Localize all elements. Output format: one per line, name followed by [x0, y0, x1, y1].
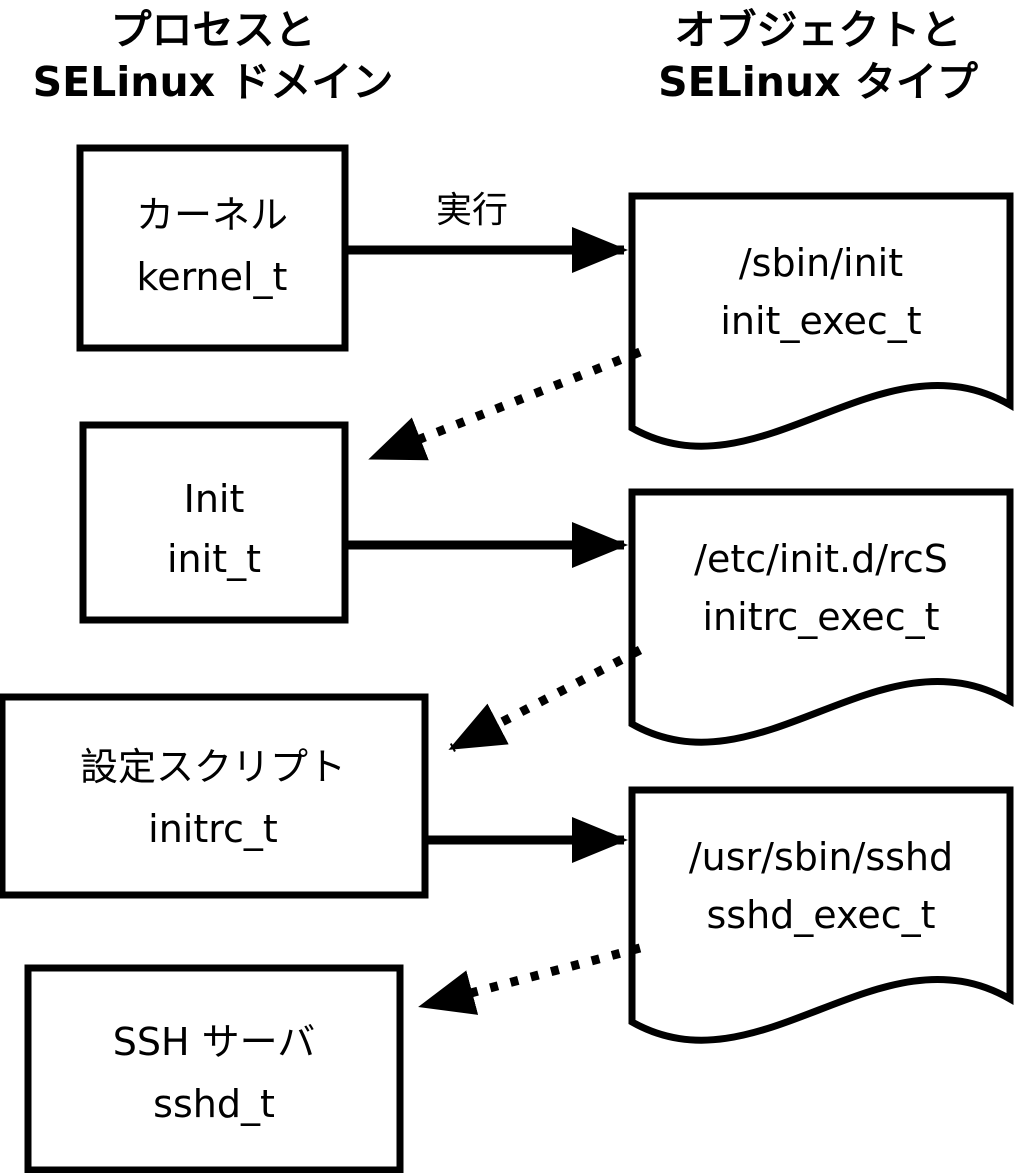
- right-column-header-line1: オブジェクトと: [675, 6, 962, 54]
- process-box-kernel: [76, 144, 349, 352]
- process-box-kernel-domain: kernel_t: [137, 255, 288, 299]
- process-box-init: [79, 421, 349, 624]
- dotted-arrow-init-exec-to-init: [368, 347, 642, 463]
- right-column-header-line2: SELinux タイプ: [658, 58, 978, 106]
- object-doc-etc-initd-rcs-type: initrc_exec_t: [703, 595, 940, 639]
- process-box-initrc: [0, 693, 429, 899]
- process-box-kernel-label: カーネル: [136, 193, 288, 237]
- process-box-sshd-domain: sshd_t: [153, 1082, 275, 1126]
- process-box-init-domain: init_t: [167, 537, 261, 581]
- process-box-initrc-domain: initrc_t: [148, 807, 278, 851]
- object-doc-usr-sbin-sshd-type: sshd_exec_t: [706, 893, 935, 937]
- object-doc-sbin-init-path: /sbin/init: [739, 241, 903, 285]
- process-box-init-label: Init: [184, 477, 245, 521]
- object-doc-sbin-init: [628, 192, 1014, 450]
- process-box-sshd-label: SSH サーバ: [113, 1020, 316, 1064]
- execute-edge-label: 実行: [436, 190, 508, 231]
- process-box-sshd: [24, 964, 404, 1173]
- dotted-arrow-initrc-exec-to-initrc: [448, 646, 643, 752]
- object-doc-usr-sbin-sshd: [628, 786, 1014, 1044]
- dotted-arrow-sshd-exec-to-sshd: [418, 943, 642, 1015]
- left-column-header-line2: SELinux ドメイン: [33, 58, 394, 106]
- object-doc-etc-initd-rcs-path: /etc/init.d/rcS: [694, 537, 948, 581]
- process-box-initrc-label: 設定スクリプト: [80, 745, 346, 789]
- object-doc-sbin-init-type: init_exec_t: [720, 299, 921, 343]
- object-doc-etc-initd-rcs: [628, 488, 1014, 746]
- object-doc-usr-sbin-sshd-path: /usr/sbin/sshd: [689, 835, 953, 879]
- left-column-header-line1: プロセスと: [111, 6, 316, 54]
